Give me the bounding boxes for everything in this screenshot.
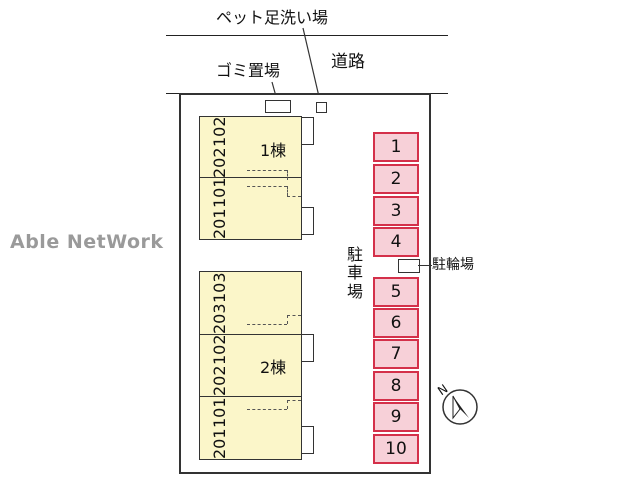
balcony [302,426,314,454]
unit-numbers: 201 101 [210,397,229,459]
parking-slot-5: 5 [373,277,419,307]
parking-slot-2: 2 [373,164,419,194]
north-arrow-icon: N [436,382,478,425]
parking-slot-3: 3 [373,196,419,226]
dashed-partition [247,170,287,171]
unit-upper-number: 201 [210,208,229,240]
building-2-unit-a: 203 103 [199,271,302,335]
parking-slot-9: 9 [373,402,419,432]
parking-slot-6: 6 [373,308,419,338]
parking-slot-7: 7 [373,339,419,369]
unit-lower-number: 101 [210,397,229,428]
balcony [302,117,314,145]
unit-upper-number: 202 [210,147,229,178]
unit-numbers: 203 103 [210,272,229,334]
pet-wash-label: ペット足洗い場 [216,8,329,27]
pet-wash-station [316,102,327,113]
dashed-partition [287,186,288,196]
unit-upper-number: 201 [210,428,229,459]
bicycle-parking-label: 駐輪場 [432,257,474,273]
parking-slot-4: 4 [373,227,419,257]
unit-upper-number: 203 [210,303,229,334]
dashed-partition [287,315,301,316]
dashed-partition [247,186,287,187]
dashed-partition [287,400,301,401]
dashed-partition [247,409,287,410]
balcony [302,207,314,235]
watermark: Able NetWork [10,231,164,253]
unit-numbers: 202 102 [210,116,229,178]
parking-slot-8: 8 [373,371,419,401]
unit-lower-number: 101 [210,177,229,209]
building-1-unit-b: 201 101 [199,177,302,240]
building-2-name: 2棟 [260,358,287,377]
unit-upper-number: 202 [210,365,229,397]
building-1-unit-a: 202 102 1棟 [199,116,302,178]
unit-lower-number: 103 [210,272,229,303]
unit-numbers: 202 102 [210,334,229,397]
building-2-unit-b: 202 102 2棟 [199,334,302,397]
dashed-partition [287,196,301,197]
parking-slot-10: 10 [373,434,419,464]
dashed-partition [287,400,288,409]
bicycle-parking [398,259,420,273]
parking-label: 駐車場 [346,245,363,301]
dashed-partition [287,170,288,180]
unit-lower-number: 102 [210,116,229,147]
unit-numbers: 201 101 [210,177,229,240]
pet-wash-leader [302,27,321,102]
bicycle-parking-leader [418,265,432,266]
garbage-station [265,100,291,113]
unit-lower-number: 102 [210,334,229,366]
dashed-partition [287,315,288,324]
road-label: 道路 [331,52,365,72]
road-edge-top [166,35,448,36]
building-2-unit-c: 201 101 [199,396,302,460]
building-1-name: 1棟 [260,141,287,160]
garbage-label: ゴミ置場 [216,61,281,80]
dashed-partition [247,324,287,325]
balcony [302,334,314,362]
parking-slot-1: 1 [373,132,419,162]
